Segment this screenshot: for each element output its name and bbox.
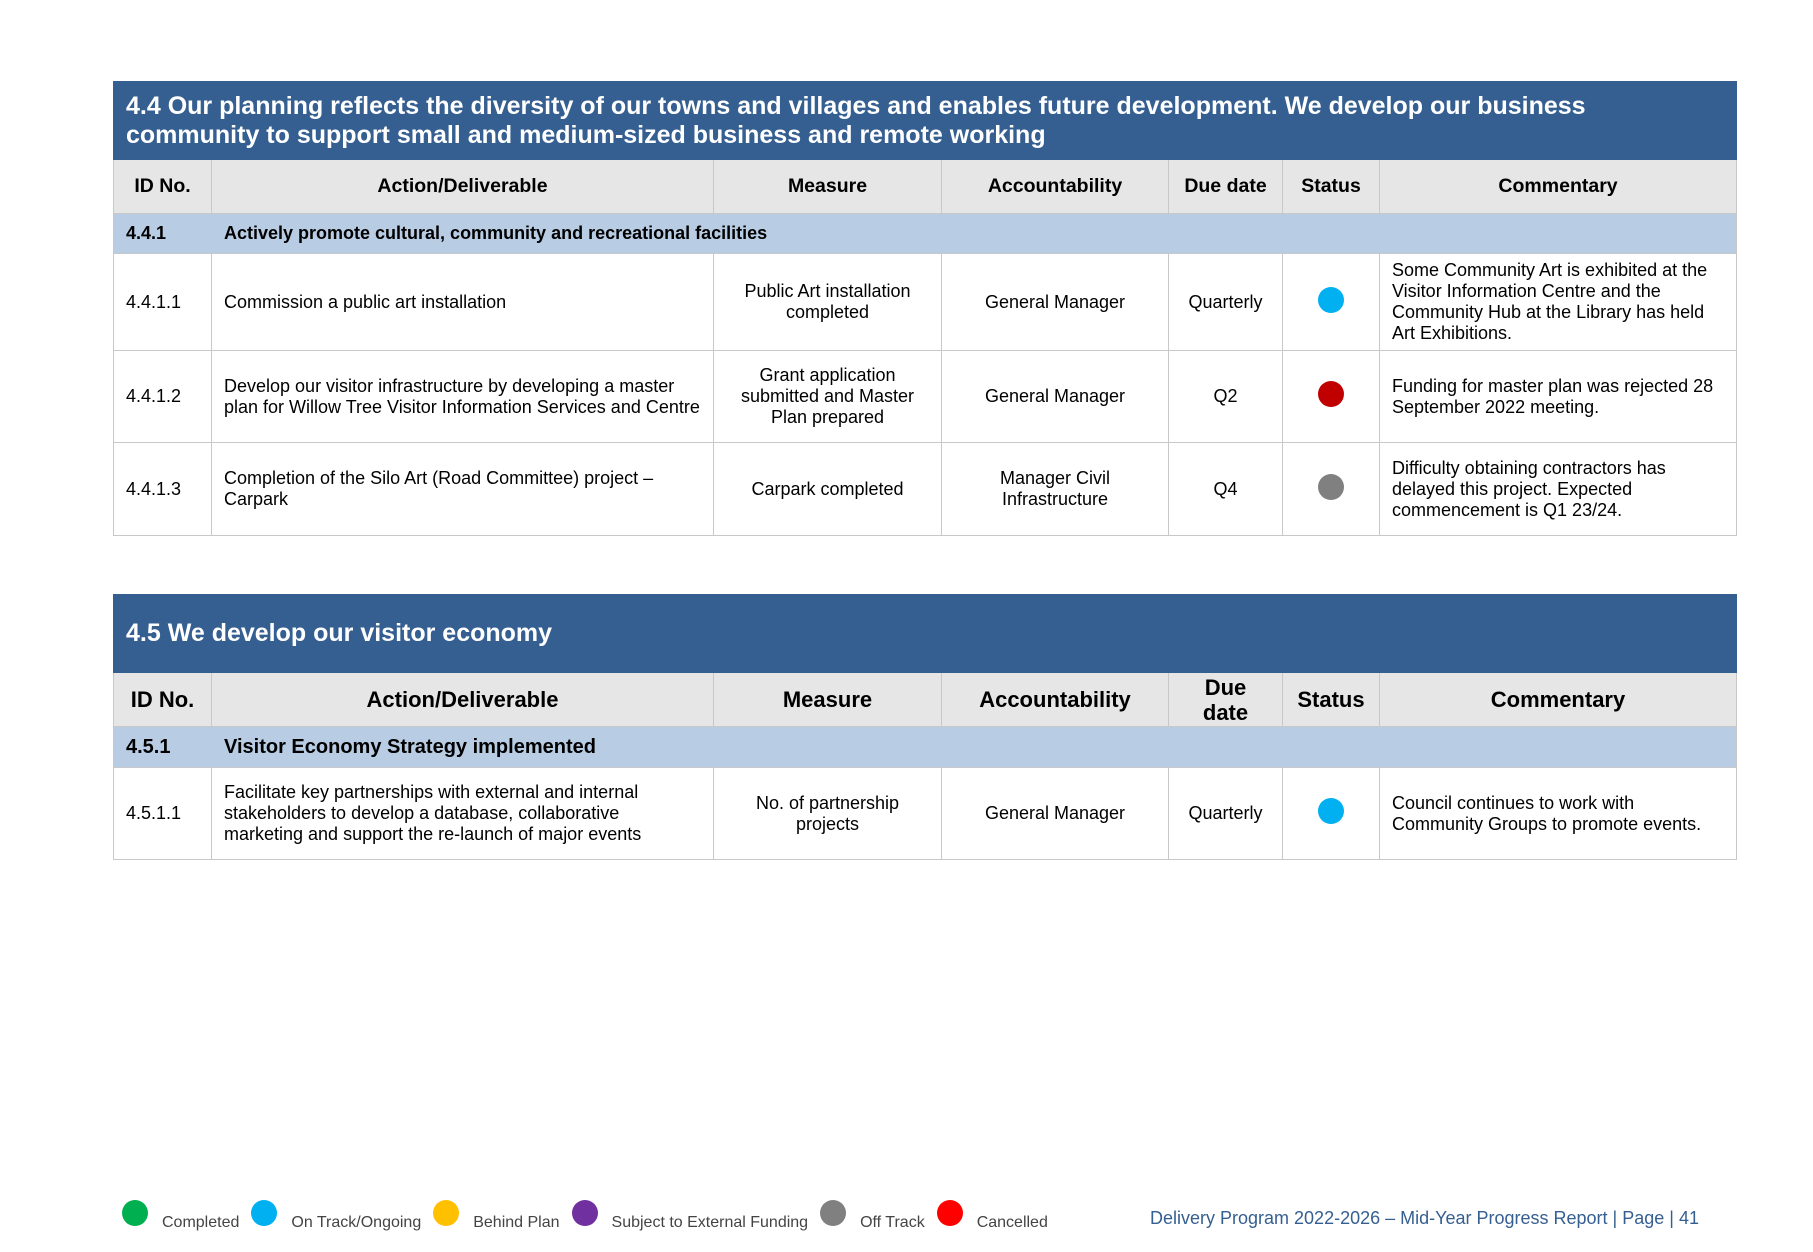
row-due: Q2 <box>1168 350 1283 443</box>
row-commentary: Council continues to work with Community… <box>1379 767 1737 860</box>
on-track-dot-icon <box>251 1200 278 1226</box>
row-accountability: General Manager <box>941 350 1169 443</box>
legend-label: Behind Plan <box>473 1214 560 1231</box>
row-accountability: Manager Civil Infrastructure <box>941 442 1169 536</box>
col-id: ID No. <box>113 159 212 214</box>
col-accountability: Accountability <box>941 672 1169 727</box>
col-measure: Measure <box>713 672 942 727</box>
row-commentary: Funding for master plan was rejected 28 … <box>1378 350 1738 443</box>
status-on-track-icon <box>1318 286 1344 313</box>
col-action: Action/Deliverable <box>211 672 714 727</box>
row-commentary: Difficulty obtaining contractors has del… <box>1378 442 1738 536</box>
status-off-track-icon <box>1318 473 1344 500</box>
col-measure: Measure <box>713 159 942 214</box>
sub-title: Visitor Economy Strategy implemented <box>211 726 1737 768</box>
external-funding-dot-icon <box>571 1200 598 1226</box>
row-accountability: General Manager <box>941 253 1169 351</box>
row-due: Quarterly <box>1168 767 1283 860</box>
behind-plan-dot-icon <box>433 1200 460 1226</box>
page-footer: Delivery Program 2022-2026 – Mid-Year Pr… <box>1150 1208 1699 1228</box>
row-action: Facilitate key partnerships with externa… <box>211 767 714 860</box>
row-due: Quarterly <box>1168 253 1283 351</box>
row-id: 4.5.1.1 <box>113 767 212 860</box>
col-action: Action/Deliverable <box>211 159 714 214</box>
row-action: Commission a public art installation <box>211 253 714 351</box>
cancelled-dot-icon <box>936 1200 963 1226</box>
section-title: 4.4 Our planning reflects the diversity … <box>112 81 1738 160</box>
col-accountability: Accountability <box>941 159 1169 214</box>
row-measure: No. of partnership projects <box>713 767 942 860</box>
row-measure: Public Art installation completed <box>713 253 942 351</box>
col-due: Due date <box>1168 672 1283 727</box>
col-id: ID No. <box>113 672 212 727</box>
row-commentary: Some Community Art is exhibited at the V… <box>1378 253 1738 351</box>
section-title: 4.5 We develop our visitor economy <box>113 594 1737 673</box>
off-track-dot-icon <box>820 1200 847 1226</box>
table-4-5: 4.5 We develop our visitor economy ID No… <box>113 594 1737 860</box>
row-id: 4.4.1.2 <box>113 350 212 443</box>
legend-label: Subject to External Funding <box>611 1214 809 1231</box>
table-4-4: 4.4 Our planning reflects the diversity … <box>112 81 1738 536</box>
row-action: Completion of the Silo Art (Road Committ… <box>211 442 714 536</box>
row-accountability: General Manager <box>941 767 1169 860</box>
legend-label: Completed <box>162 1214 240 1231</box>
row-action: Develop our visitor infrastructure by de… <box>211 350 714 443</box>
status-cancelled-icon <box>1318 381 1344 407</box>
col-status: Status <box>1282 672 1380 727</box>
completed-dot-icon <box>122 1200 148 1226</box>
legend-label: On Track/Ongoing <box>291 1214 422 1231</box>
row-id: 4.4.1.3 <box>113 442 212 536</box>
sub-id: 4.4.1 <box>113 213 212 254</box>
col-due: Due date <box>1168 159 1283 214</box>
sub-id: 4.5.1 <box>113 726 212 768</box>
row-id: 4.4.1.1 <box>113 253 212 351</box>
col-status: Status <box>1282 159 1380 214</box>
row-measure: Grant application submitted and Master P… <box>713 350 942 443</box>
col-commentary: Commentary <box>1378 159 1738 214</box>
row-due: Q4 <box>1168 442 1283 536</box>
sub-title: Actively promote cultural, community and… <box>210 213 1738 254</box>
row-measure: Carpark completed <box>713 442 942 536</box>
legend-label: Off Track <box>860 1214 925 1231</box>
status-legend: Completed On Track/Ongoing Behind Plan S… <box>122 1200 1060 1232</box>
legend-label: Cancelled <box>976 1214 1048 1231</box>
status-on-track-icon <box>1318 798 1344 824</box>
col-commentary: Commentary <box>1379 672 1737 727</box>
